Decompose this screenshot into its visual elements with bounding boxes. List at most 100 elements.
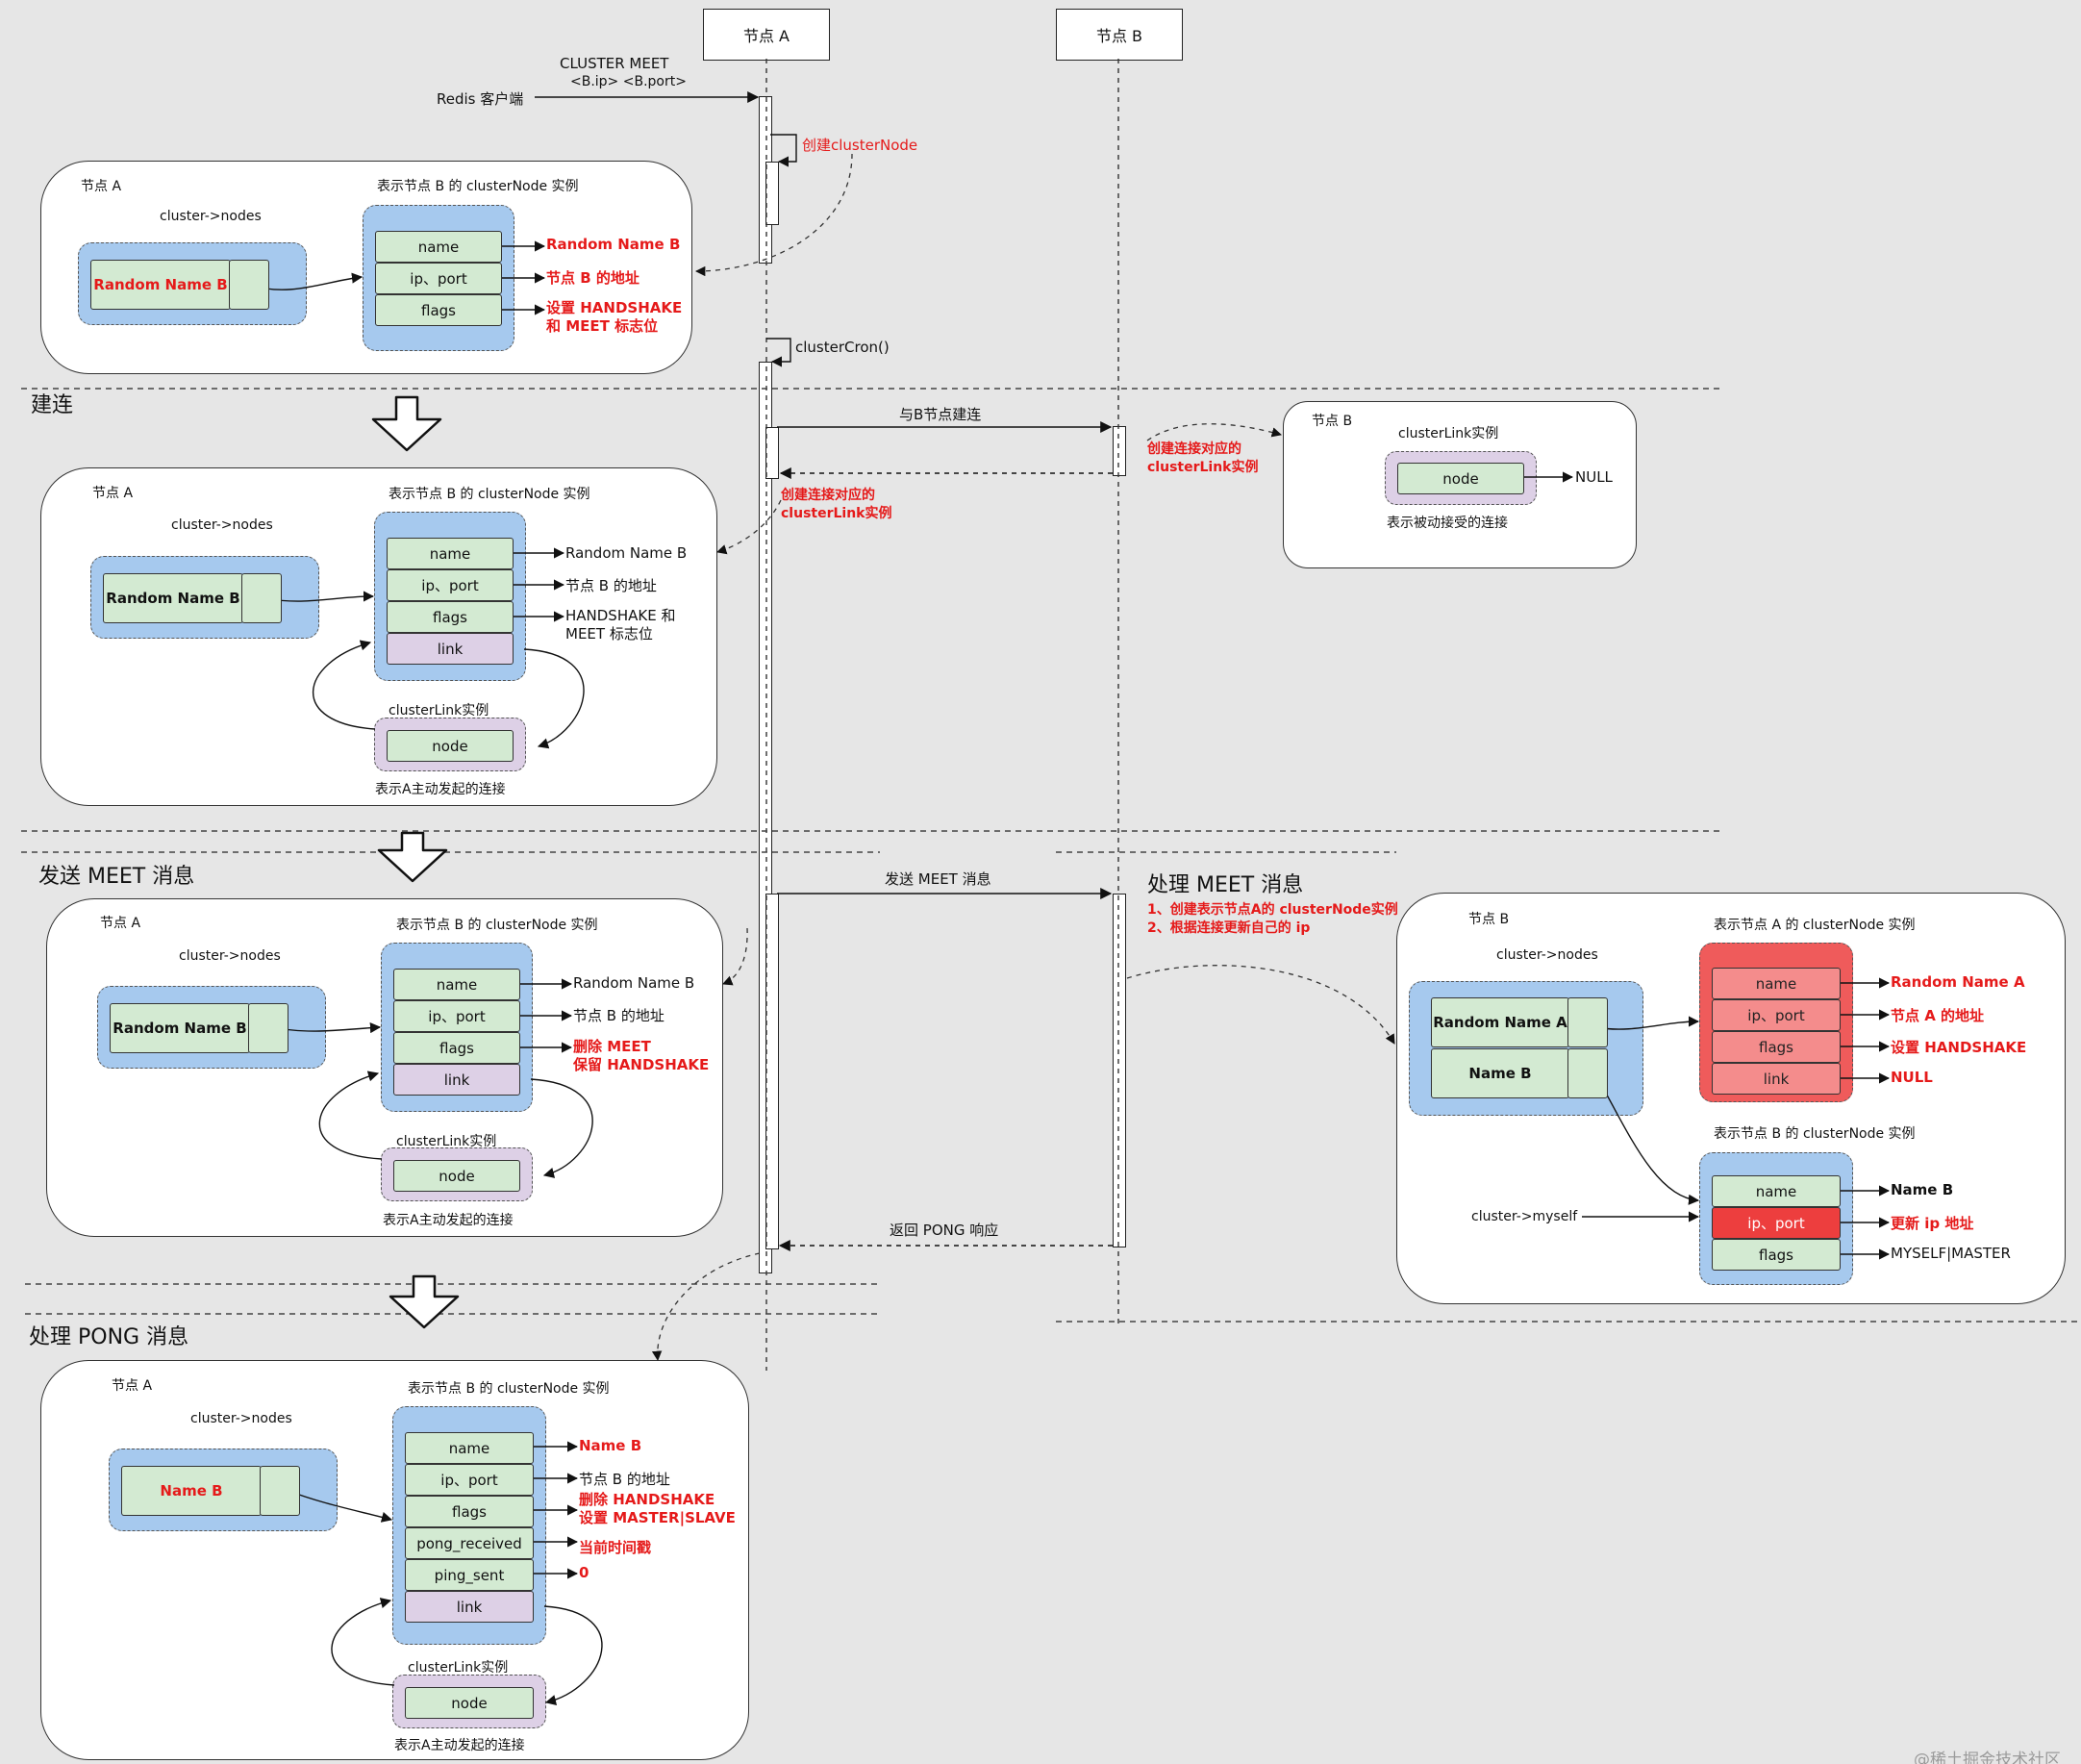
panel4-field-name: name (405, 1432, 534, 1464)
panel3-link-caption: 表示A主动发起的连接 (383, 1213, 514, 1228)
activation-a-3 (765, 894, 779, 1249)
send-meet-label: 发送 MEET 消息 (885, 870, 991, 888)
callout-meet-a (722, 927, 748, 986)
panel1-note-ip: 节点 B 的地址 (546, 269, 639, 287)
panel4-link-title: clusterLink实例 (408, 1660, 509, 1676)
panelbm-dict-key-a: Random Name A (1431, 997, 1569, 1047)
panel3-link-title: clusterLink实例 (396, 1134, 497, 1149)
panel3-note-name: Random Name B (573, 974, 695, 992)
panel4-note-pong-received: 当前时间戳 (579, 1539, 652, 1556)
panel1-field-name: name (375, 231, 502, 263)
step-arrow-2 (377, 831, 448, 883)
panel1-field-flags: flags (375, 294, 502, 326)
panelbm-a-field-link: link (1712, 1063, 1841, 1095)
panelbm-a-note-name: Random Name A (1891, 973, 2025, 991)
panel3-instance-title: 表示节点 B 的 clusterNode 实例 (396, 918, 598, 933)
panel2-dict-key: Random Name B (103, 573, 243, 623)
panelbm-b-field-name: name (1712, 1175, 1841, 1207)
panelb-null: NULL (1575, 468, 1613, 486)
section-connect: 建连 (31, 393, 74, 417)
panelbm-a-note-flags: 设置 HANDSHAKE (1891, 1039, 2027, 1056)
panel3-field-ip-port: ip、port (393, 1000, 520, 1032)
panel2-note-flags: HANDSHAKE 和 MEET 标志位 (565, 607, 676, 643)
cluster-meet-args: <B.ip> <B.port> (570, 74, 687, 89)
panel2-field-name: name (387, 538, 514, 569)
panel2-nodes-label: cluster->nodes (171, 517, 273, 533)
panel2-link-node: node (387, 730, 514, 762)
handle-meet-steps: 1、创建表示节点A的 clusterNode实例 2、根据连接更新自己的 ip (1147, 902, 1398, 936)
activation-b-2 (1113, 894, 1126, 1247)
panel3-field-name: name (393, 969, 520, 1000)
panel1-instance-title: 表示节点 B 的 clusterNode 实例 (377, 179, 579, 194)
msg-cluster-cron-self (766, 338, 791, 367)
panelbm-instance-a-title: 表示节点 A 的 clusterNode 实例 (1714, 918, 1916, 933)
panel3-dict-ptr (248, 1003, 288, 1053)
panel4-field-link: link (405, 1591, 534, 1623)
panelbm-b-note-ip: 更新 ip 地址 (1891, 1215, 1974, 1232)
section-handle-pong: 处理 PONG 消息 (29, 1325, 189, 1349)
panelbm-b-field-flags: flags (1712, 1239, 1841, 1271)
panelbm-a-field-ip-port: ip、port (1712, 999, 1841, 1031)
panelbm-nodes-label: cluster->nodes (1496, 947, 1598, 963)
create-link-note-a: 创建连接对应的 clusterLink实例 (781, 488, 892, 521)
callout-meet-b (1126, 965, 1395, 1045)
panelbm-dict-ptr-b (1567, 1048, 1608, 1098)
panel1-dict-key: Random Name B (90, 260, 231, 310)
panel4-note-name: Name B (579, 1437, 642, 1454)
panel4-note-ip: 节点 B 的地址 (579, 1471, 670, 1488)
panel3-dict-key: Random Name B (110, 1003, 250, 1053)
panel1-note-name: Random Name B (546, 236, 681, 253)
create-cluster-node-note: 创建clusterNode (802, 137, 918, 154)
activation-b-1 (1113, 426, 1126, 476)
watermark: @稀土掘金技术社区 (1914, 1751, 2061, 1764)
redis-client-label: Redis 客户端 (437, 90, 524, 108)
lifeline-node-b-head: 节点 B (1056, 9, 1183, 61)
panel2-node-label: 节点 A (92, 486, 134, 501)
panel1-note-flags: 设置 HANDSHAKE 和 MEET 标志位 (546, 299, 683, 335)
panel3-note-flags: 删除 MEET 保留 HANDSHAKE (573, 1038, 710, 1073)
panel4-field-ip-port: ip、port (405, 1464, 534, 1496)
panelbm-a-field-name: name (1712, 968, 1841, 999)
panel4-note-ping-sent: 0 (579, 1564, 589, 1581)
panel3-field-link: link (393, 1064, 520, 1096)
panel2-note-name: Random Name B (565, 544, 688, 562)
panelbm-b-field-ip-port: ip、port (1712, 1207, 1841, 1239)
panel1-dict-ptr (229, 260, 269, 310)
lifeline-node-a-head: 节点 A (703, 9, 830, 61)
step-arrow-1 (371, 395, 442, 452)
section-handle-meet: 处理 MEET 消息 (1147, 873, 1304, 897)
panel2-link-title: clusterLink实例 (389, 703, 489, 718)
panelb-node-label: 节点 B (1312, 414, 1353, 429)
panel2-instance-title: 表示节点 B 的 clusterNode 实例 (389, 487, 590, 502)
panel4-instance-title: 表示节点 B 的 clusterNode 实例 (408, 1381, 610, 1397)
panelbm-myself-label: cluster->myself (1471, 1209, 1578, 1224)
panel4-dict-key: Name B (121, 1466, 262, 1516)
panel2-field-ip-port: ip、port (387, 569, 514, 601)
panelbm-a-note-link: NULL (1891, 1069, 1933, 1086)
callout-pong (651, 1252, 761, 1362)
cluster-meet-command: CLUSTER MEET (560, 55, 669, 72)
panel3-node-label: 节点 A (100, 916, 141, 931)
return-pong-label: 返回 PONG 响应 (890, 1222, 999, 1239)
panel4-dict-ptr (260, 1466, 300, 1516)
panel3-note-ip: 节点 B 的地址 (573, 1007, 664, 1024)
panel4-node-label: 节点 A (112, 1378, 153, 1394)
panel2-link-caption: 表示A主动发起的连接 (375, 782, 506, 797)
panel4-nodes-label: cluster->nodes (190, 1411, 292, 1426)
panelbm-a-note-ip: 节点 A 的地址 (1891, 1007, 1985, 1024)
activation-a-1-inner (765, 162, 779, 225)
panel1-node-label: 节点 A (81, 179, 122, 194)
panelbm-instance-b-title: 表示节点 B 的 clusterNode 实例 (1714, 1126, 1916, 1142)
panelbm-dict-ptr-a (1567, 997, 1608, 1047)
msg-create-node-self (770, 134, 797, 167)
create-link-note-b: 创建连接对应的 clusterLink实例 (1147, 441, 1259, 475)
panel2-dict-ptr (241, 573, 282, 623)
callout-link-b (1146, 423, 1283, 441)
panel3-nodes-label: cluster->nodes (179, 948, 281, 964)
connect-b-label: 与B节点建连 (899, 406, 982, 423)
panel4-field-flags: flags (405, 1496, 534, 1527)
panelbm-a-field-flags: flags (1712, 1031, 1841, 1063)
panel4-link-node: node (405, 1687, 534, 1719)
cluster-cron-label: clusterCron() (795, 339, 890, 356)
panel3-link-node: node (393, 1160, 520, 1192)
